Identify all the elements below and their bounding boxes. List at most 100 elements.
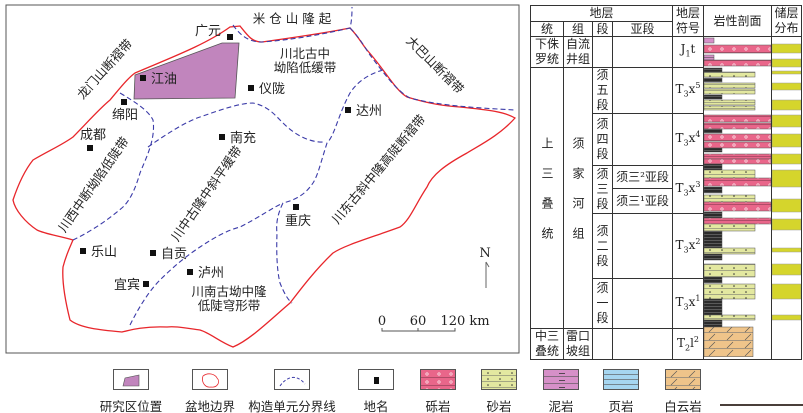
city-marker-icon [219,134,225,140]
header-symbol: 地层符号 [672,5,704,37]
table-row: 须二段 T3x2 [531,213,802,279]
legend-swatch-sandstone [481,369,517,390]
member-cell [592,328,613,360]
symbol-base: T [675,237,684,252]
submember-cell [612,328,673,360]
coal-layer [704,230,723,249]
sandstone-layer [704,263,756,278]
city-marker-icon [80,248,86,254]
symbol-sup: 1 [695,294,701,304]
conglomerate-layer [704,122,771,130]
symbol-cell: T3x1 [672,278,704,329]
stratigraphic-column: 地层 地层符号 岩性剖面 储层分布 统 组 段 亚段 下侏罗统 自流井组 J1t… [530,5,802,360]
symbol-sub: 3 [683,302,689,312]
scale-label-120: 120 km [440,314,489,329]
reservoir-distribution [771,36,802,360]
sandstone-layer [704,169,756,179]
sandstone-layer [704,283,756,300]
table-row: 中三叠统 雷口坡组 T2l2 [530,328,802,360]
submember-cell [612,213,673,279]
coal-layer [704,319,723,328]
scale-label-0: 0 [378,314,386,329]
coal-layer [704,77,723,83]
submember-cell [612,36,673,68]
conglomerate-layer [704,44,771,54]
basin-boundary [12,25,517,348]
tectonic-boundary-line [147,102,326,148]
sandstone-layer [704,194,756,203]
coal-layer [704,147,723,153]
series-cell: 下侏罗统 [530,36,564,68]
north-arrow: N [479,246,491,288]
tectonic-boundary-line [349,27,516,111]
study-area [133,42,240,100]
header-member: 段 [592,20,613,37]
member-cell [592,36,613,68]
reservoir-layer [772,70,801,75]
symbol-mid: x [688,82,696,97]
reservoir-layer [772,99,801,111]
city-marker-icon [248,85,254,91]
city-label: 自贡 [161,247,187,262]
sandstone-layer [704,71,756,78]
coal-layer [704,186,723,194]
symbol-base: T [676,335,685,350]
legend-label: 研究区位置 [99,399,163,413]
symbol-cell: T3x2 [672,213,704,279]
coal-layer [704,94,723,100]
reservoir-layer [772,247,801,253]
symbol-sub: 3 [683,89,689,99]
legend-label: 砂岩 [486,399,512,413]
region-label-micang: 米 仓 山 隆 起 [253,11,332,26]
symbol-mid: x [688,237,696,252]
reservoir-layer [772,218,801,231]
symbol-cell: T3x3 [672,165,704,214]
symbol-mid: x [688,295,696,310]
coal-layer [704,298,723,316]
table-row: 须一段 T3x1 [531,278,802,329]
symbol-sup: 2 [695,236,701,246]
city-label: 乐山 [91,245,117,260]
submember-cell [612,67,673,114]
member-cell: 须一段 [592,278,613,329]
table-row: 须四段 T3x4 [531,113,802,166]
sandstone-layer [704,82,756,89]
north-label: N [479,246,490,261]
submember-cell [612,278,673,329]
conglomerate-layer [704,133,771,142]
city-marker-icon [87,145,93,151]
symbol-sup: 2 [693,334,700,344]
symbol-base: T [675,131,684,146]
conglomerate-layer [704,114,771,123]
city-marker-icon [121,99,127,105]
member-cell: 须四段 [592,113,613,166]
city-label: 宜宾 [114,277,140,293]
legend-swatch-dolomite [665,369,701,390]
region-label-chuannan-2: 低陡穹形带 [198,298,261,313]
series-cell: 中三叠统 [530,328,564,360]
tectonic-boundary-line [232,6,353,43]
sandstone-layer [704,314,756,321]
symbol-sub: 2 [684,343,691,353]
symbol-sub: 3 [683,245,689,255]
city-label: 仪陇 [259,82,285,97]
conglomerate-layer [704,158,771,165]
member-cell: 须二段 [592,213,613,279]
city-label: 重庆 [285,213,311,229]
city-label: 成都 [80,128,106,143]
city-label: 达州 [356,104,382,119]
conglomerate-layer [704,141,771,149]
legend-label: 砾岩 [425,399,451,413]
formation-cell: 雷口坡组 [563,328,593,360]
sichuan-basin-map: 广元江油仪陇绵阳成都南充达州重庆乐山自贡泸州宜宾 米 仓 山 隆 起 龙门山断褶… [5,4,520,354]
header-lithology: 岩性剖面 [703,5,772,37]
header-reservoir: 储层分布 [771,5,802,37]
city-markers: 广元江油仪陇绵阳成都南充达州重庆乐山自贡泸州宜宾 [80,24,382,293]
symbol-mid: x [688,181,696,196]
city-label: 绵阳 [112,108,138,123]
symbol-sub: 3 [683,188,689,198]
legend-label: 泥岩 [548,399,574,413]
reservoir-layer [772,283,801,300]
symbol-mid: x [688,131,696,146]
member-cell: 须五段 [592,67,613,114]
